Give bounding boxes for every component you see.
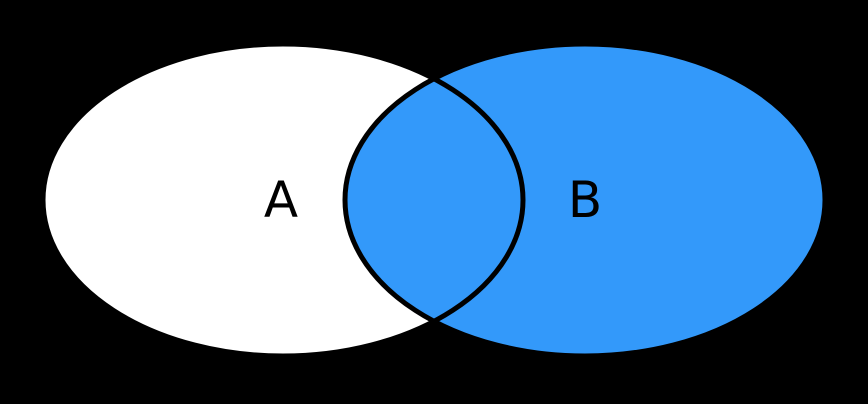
set-a-label: A (264, 171, 298, 229)
set-b-ellipse (345, 44, 825, 356)
set-a-outline (40, 41, 526, 359)
set-b-outline (342, 41, 828, 359)
set-b-label: B (568, 171, 602, 229)
